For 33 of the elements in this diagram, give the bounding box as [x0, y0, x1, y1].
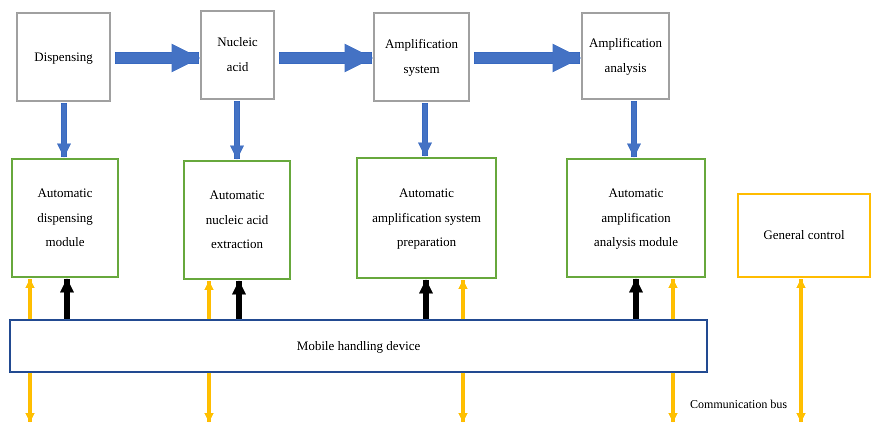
- process-box: [200, 10, 275, 100]
- control-box: [737, 193, 871, 278]
- arrow: [60, 278, 74, 319]
- process-box: [373, 12, 470, 102]
- arrow: [626, 101, 642, 158]
- arrow: [232, 280, 246, 319]
- node-label: Dispensing: [34, 48, 93, 66]
- module-box: [356, 157, 497, 279]
- process-box: [581, 12, 670, 100]
- node-label: Automatic amplification system preparation: [371, 184, 482, 252]
- bus-label: Communication bus: [690, 396, 787, 413]
- node-label: General control: [763, 226, 845, 244]
- module-box: [183, 160, 291, 280]
- arrow: [628, 278, 644, 319]
- node-label: Amplification system: [384, 35, 459, 78]
- double-arrow: [796, 278, 806, 422]
- node-label: Nucleic acid: [216, 33, 259, 76]
- node-label: Automatic nucleic acid extraction: [204, 186, 270, 254]
- arrow: [115, 44, 200, 72]
- node-label: Automatic dispensing module: [37, 184, 93, 252]
- node-label: Mobile handling device: [296, 336, 420, 355]
- arrow: [230, 101, 244, 160]
- arrow: [418, 279, 434, 319]
- process-box: [16, 12, 111, 102]
- device-box: [9, 319, 708, 373]
- arrow: [418, 103, 432, 157]
- node-label: Amplification analysis: [589, 34, 662, 77]
- node-label: Automatic amplification analysis module: [592, 184, 680, 252]
- arrow: [279, 44, 374, 72]
- module-box: [566, 158, 706, 278]
- arrow: [474, 44, 582, 72]
- module-box: [11, 158, 119, 278]
- arrow: [56, 103, 72, 158]
